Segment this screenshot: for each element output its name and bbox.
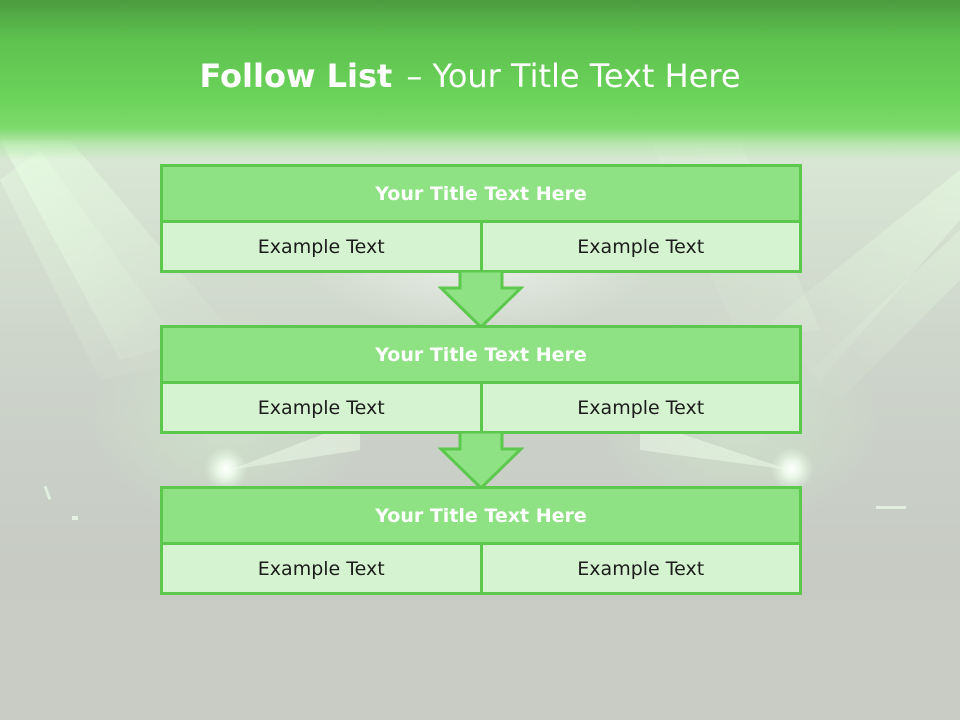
step-1-right-text: Example Text bbox=[479, 223, 800, 270]
step-3-row: Example Text Example Text bbox=[160, 545, 802, 595]
step-2-row: Example Text Example Text bbox=[160, 384, 802, 434]
down-arrow-icon bbox=[438, 431, 524, 491]
step-box-1: Your Title Text Here Example Text Exampl… bbox=[160, 164, 802, 273]
page-title: Follow List – Your Title Text Here bbox=[0, 52, 940, 100]
step-1-row: Example Text Example Text bbox=[160, 223, 802, 273]
title-bold: Follow List bbox=[199, 57, 393, 95]
step-3-heading: Your Title Text Here bbox=[160, 486, 802, 545]
header-band bbox=[0, 0, 960, 160]
step-2-right-text: Example Text bbox=[479, 384, 800, 431]
step-2-heading: Your Title Text Here bbox=[160, 325, 802, 384]
step-2-left-text: Example Text bbox=[257, 396, 385, 419]
step-3-right-text: Example Text bbox=[479, 545, 800, 592]
step-1-left-text: Example Text bbox=[257, 235, 385, 258]
step-3-left-text: Example Text bbox=[257, 557, 385, 580]
step-box-3: Your Title Text Here Example Text Exampl… bbox=[160, 486, 802, 595]
step-1-heading: Your Title Text Here bbox=[160, 164, 802, 223]
title-rest: – Your Title Text Here bbox=[406, 57, 741, 95]
step-box-2: Your Title Text Here Example Text Exampl… bbox=[160, 325, 802, 434]
down-arrow-icon bbox=[438, 270, 524, 330]
